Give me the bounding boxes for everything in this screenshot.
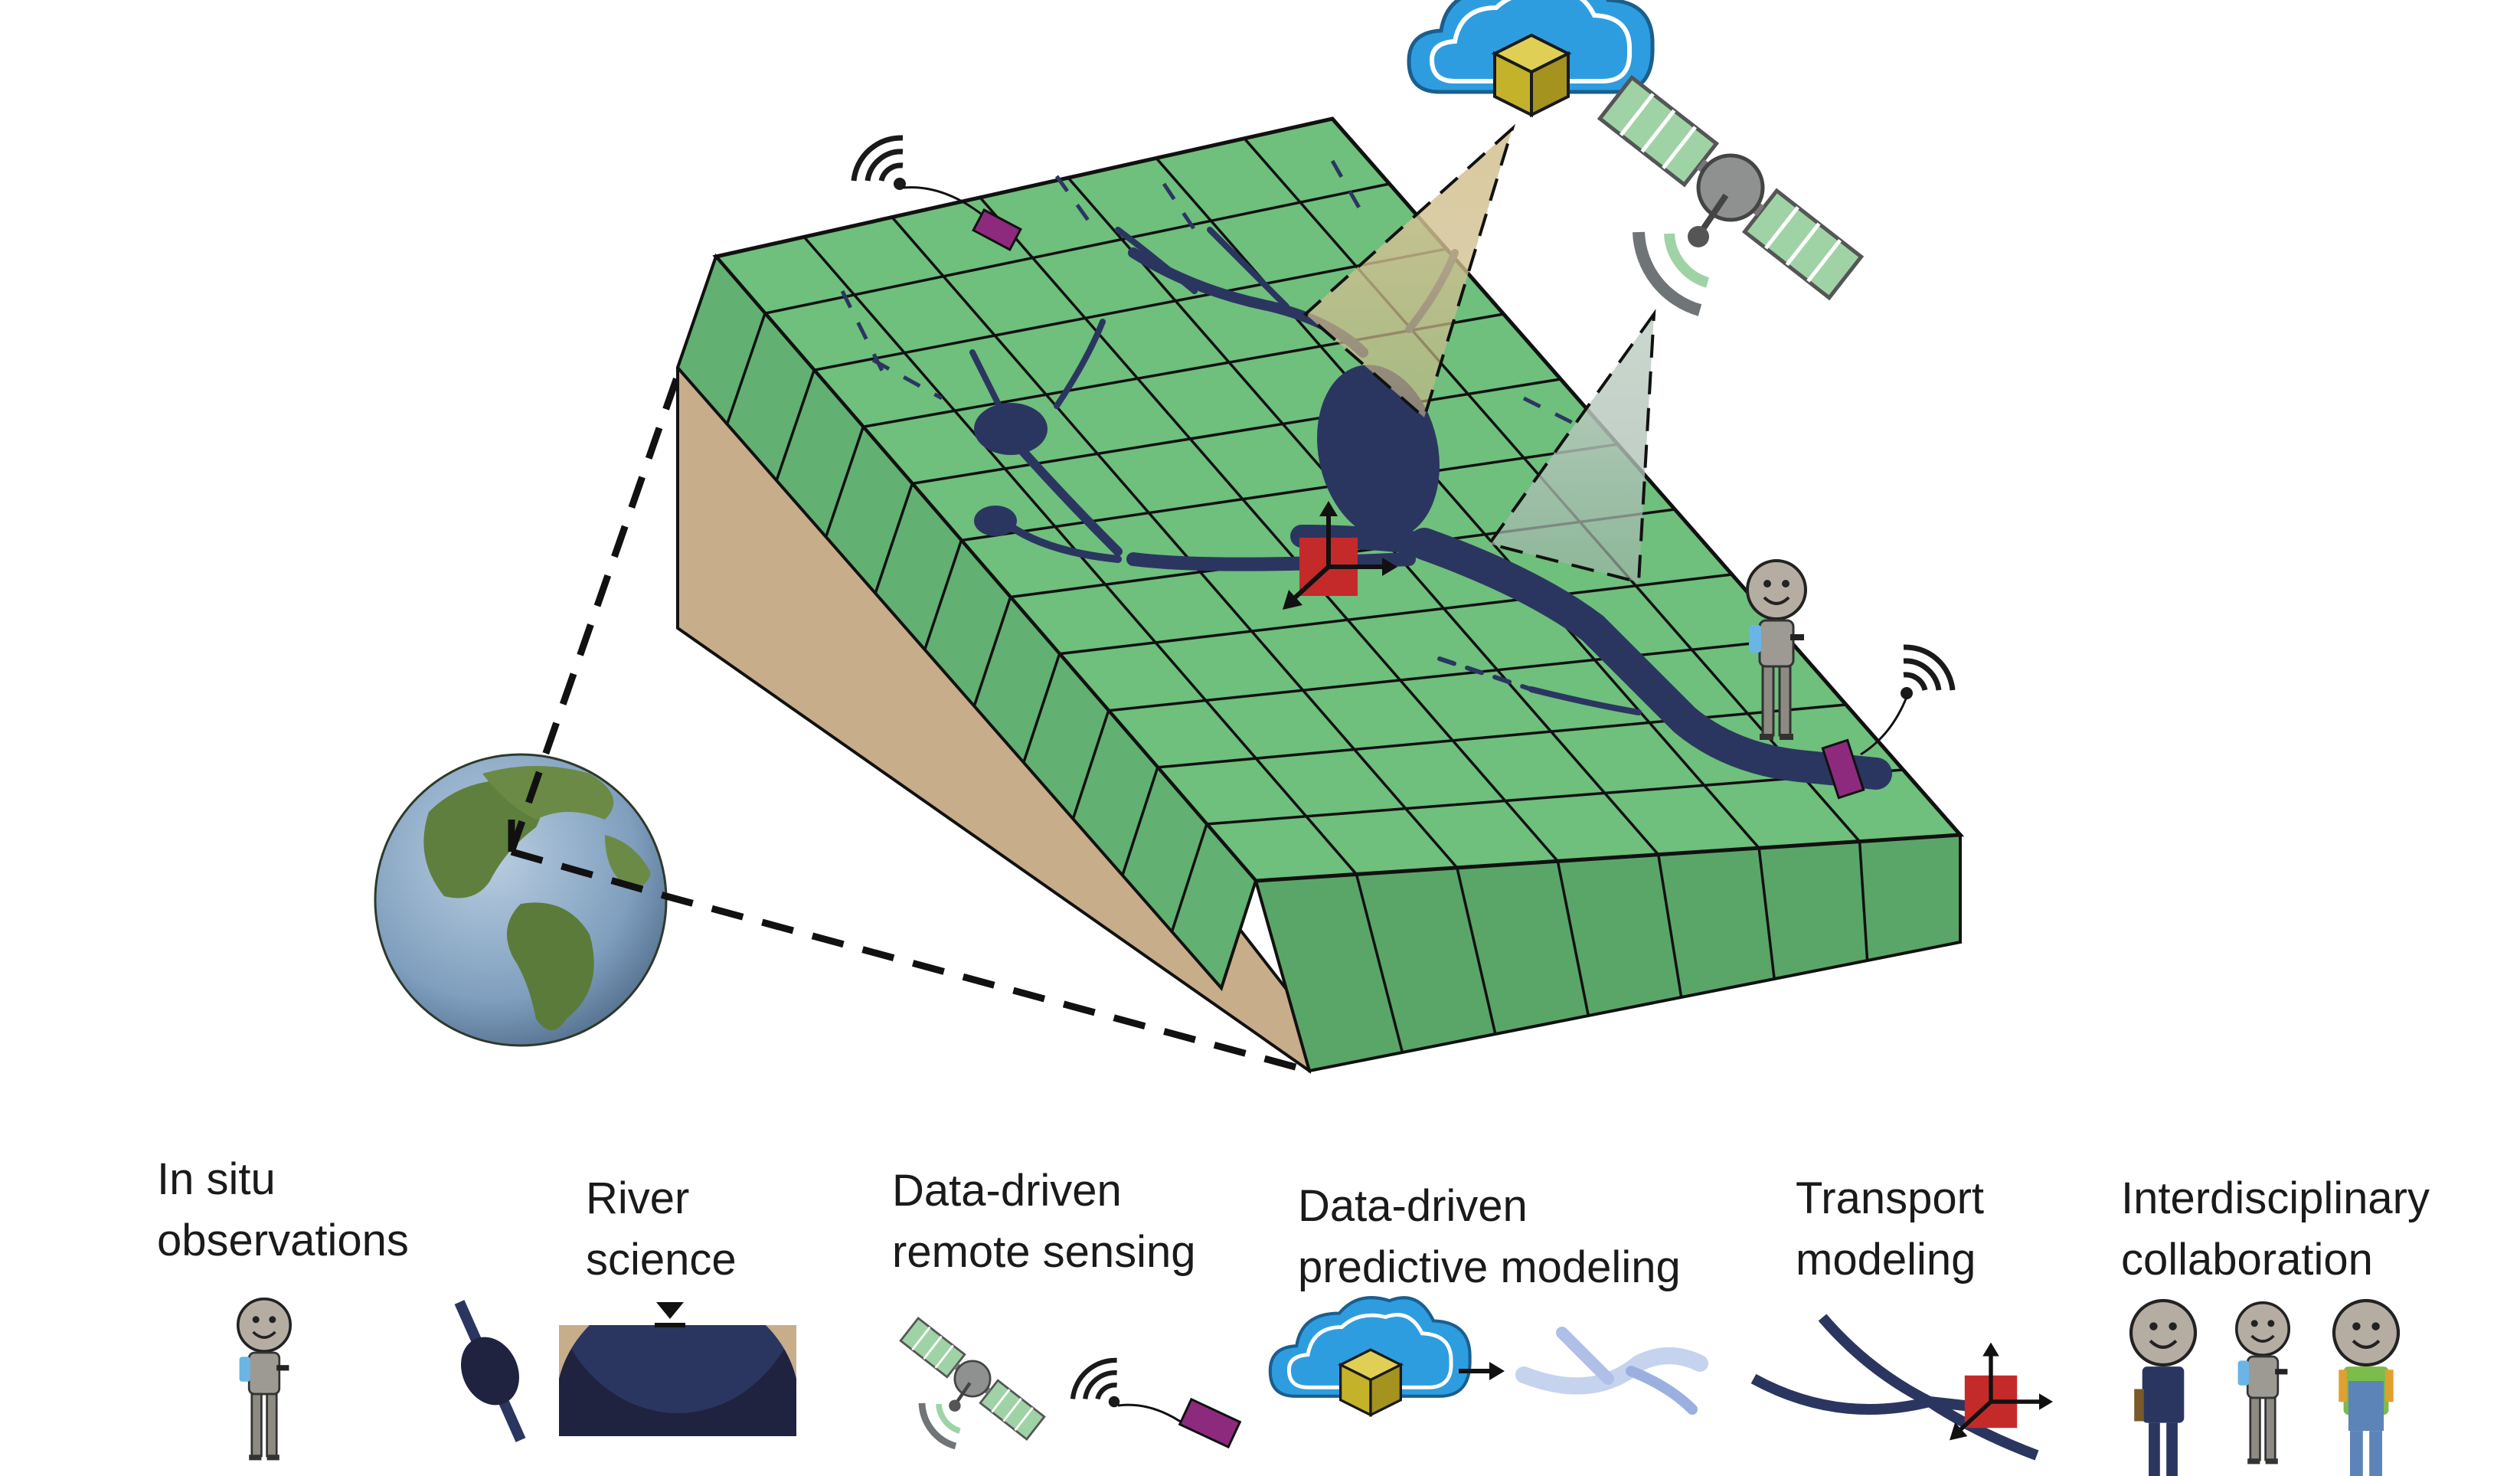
grid-line <box>972 596 1012 707</box>
person-icon <box>2235 1301 2290 1466</box>
wifi-icon <box>1901 647 1953 699</box>
cloud-beam <box>1302 123 1516 421</box>
globe-icon <box>374 753 668 1047</box>
reservoir-tiny <box>974 506 1017 536</box>
zoom-lines <box>508 374 1311 1075</box>
grid-line <box>1858 841 1869 961</box>
reservoir-small <box>974 403 1048 455</box>
person-icon <box>2332 1298 2401 1476</box>
grid-line <box>1157 703 1847 769</box>
grid-line <box>923 539 963 650</box>
sensor-icon <box>972 208 1022 251</box>
grid-line <box>961 443 1618 542</box>
grid-line <box>824 426 865 538</box>
grid-line <box>775 369 815 481</box>
label-in-situ: In situ observations <box>157 1154 409 1265</box>
label-transport-modeling: Transport modeling <box>1796 1173 1985 1285</box>
grid-line <box>764 182 1390 315</box>
grid-line <box>1556 860 1590 1016</box>
grid-line <box>1121 767 1159 876</box>
grid-line <box>1757 847 1776 980</box>
collaboration-icon <box>2129 1298 2401 1476</box>
grid-line <box>1071 710 1110 820</box>
cloud-icon <box>1270 1298 1470 1415</box>
grid-line <box>979 196 1559 862</box>
transport-model-icon <box>1750 1314 2053 1461</box>
grid-line <box>813 247 1447 371</box>
grid-line <box>1170 823 1208 932</box>
arrow-icon <box>1459 1362 1505 1380</box>
person-icon <box>236 1298 293 1462</box>
label-river-science: River science <box>586 1173 737 1285</box>
sensor-icon <box>1821 738 1865 800</box>
grid-line <box>874 483 914 594</box>
grid-line <box>1022 653 1061 764</box>
person-icon <box>2129 1298 2198 1476</box>
grid-line <box>1059 573 1733 656</box>
reservoir-large <box>1317 365 1440 539</box>
grid-line <box>1456 867 1497 1035</box>
wifi-icon <box>1073 1360 1119 1407</box>
satellite-icon <box>1600 77 1861 310</box>
sensor-cable <box>1860 696 1908 756</box>
label-predictive-modeling: Data-driven predictive modeling <box>1298 1181 1681 1292</box>
grid-line <box>1656 854 1683 998</box>
satellite-beam <box>1486 309 1656 584</box>
label-collaboration: Interdisciplinary collaboration <box>2121 1173 2430 1285</box>
grid-line <box>725 313 766 425</box>
grid-line <box>1108 638 1789 712</box>
grid-line <box>1355 873 1404 1053</box>
sensor-icon <box>1178 1397 1242 1449</box>
wifi-icon <box>854 138 906 190</box>
grid-line <box>912 378 1561 486</box>
grid-line <box>891 216 1459 869</box>
river-science-icon <box>454 1300 796 1442</box>
satellite-icon <box>900 1318 1044 1446</box>
small-channels <box>840 159 1587 431</box>
label-remote-sensing: Data-driven remote sensing <box>892 1166 1196 1277</box>
prediction-icon <box>1515 1327 1708 1415</box>
